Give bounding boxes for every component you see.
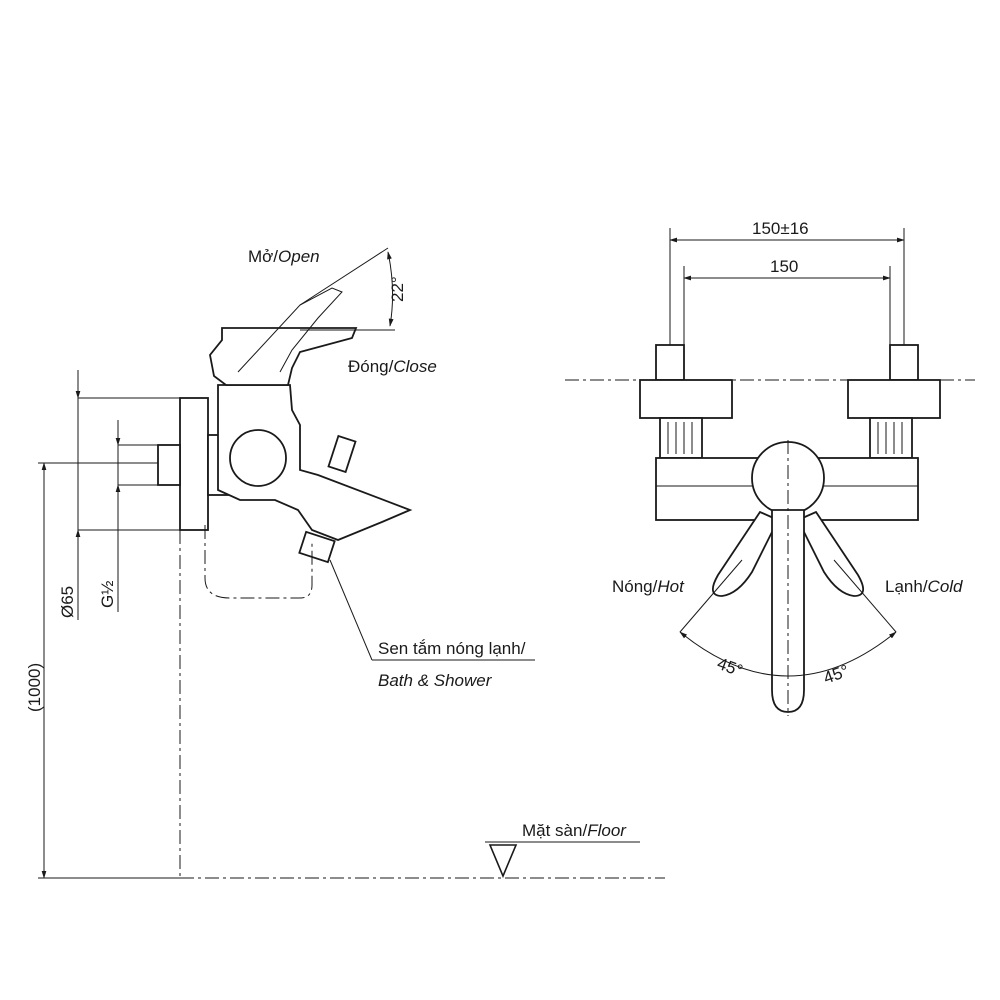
close-label: Đóng/Close — [348, 357, 437, 376]
hot-ray — [679, 559, 743, 633]
body-knob — [229, 429, 287, 487]
angle-arc — [387, 251, 394, 327]
hot-handle — [712, 510, 780, 597]
side-view: 22° Mở/Open Đóng/Close Ø65 G½ (1000) Sen… — [25, 247, 665, 879]
thread-label: G½ — [98, 581, 117, 608]
lever-handle — [209, 327, 358, 386]
shower-leader — [329, 559, 373, 661]
front-view: 45° 45° Nóng/Hot Lạnh/Cold 150±16 150 — [565, 219, 975, 716]
height-label: (1000) — [25, 663, 44, 712]
left-nut — [659, 417, 703, 459]
rotation-arc — [679, 631, 897, 677]
shower-label-vi: Sen tắm nóng lạnh/ — [378, 639, 526, 658]
open-label: Mở/Open — [248, 247, 320, 266]
shower-outlet — [298, 530, 336, 564]
hidden-outline — [204, 525, 313, 599]
cold-angle-label: 45° — [821, 661, 852, 688]
diameter-label: Ø65 — [58, 586, 77, 618]
outer-dim-label: 150±16 — [752, 219, 809, 238]
faucet-body — [217, 384, 413, 541]
cold-label: Lạnh/Cold — [885, 577, 963, 596]
angle-open-line — [299, 247, 389, 306]
floor-triangle — [488, 844, 518, 879]
left-stub — [655, 344, 685, 381]
hot-label: Nóng/Hot — [612, 577, 685, 596]
right-nut — [869, 417, 913, 459]
inlet-pipe — [157, 444, 181, 486]
inner-dim-label: 150 — [770, 257, 798, 276]
diverter-knob — [327, 434, 357, 474]
hot-angle-label: 45° — [715, 654, 746, 681]
cold-ray — [833, 559, 897, 633]
wall-plate — [179, 397, 209, 531]
shower-label-en: Bath & Shower — [378, 671, 493, 690]
angle-label: 22° — [388, 276, 407, 302]
nut-hatch — [667, 422, 903, 454]
floor-label: Mặt sàn/Floor — [522, 821, 627, 840]
left-flange — [639, 379, 733, 419]
right-flange — [847, 379, 941, 419]
right-stub — [889, 344, 919, 381]
cold-handle — [796, 510, 864, 597]
